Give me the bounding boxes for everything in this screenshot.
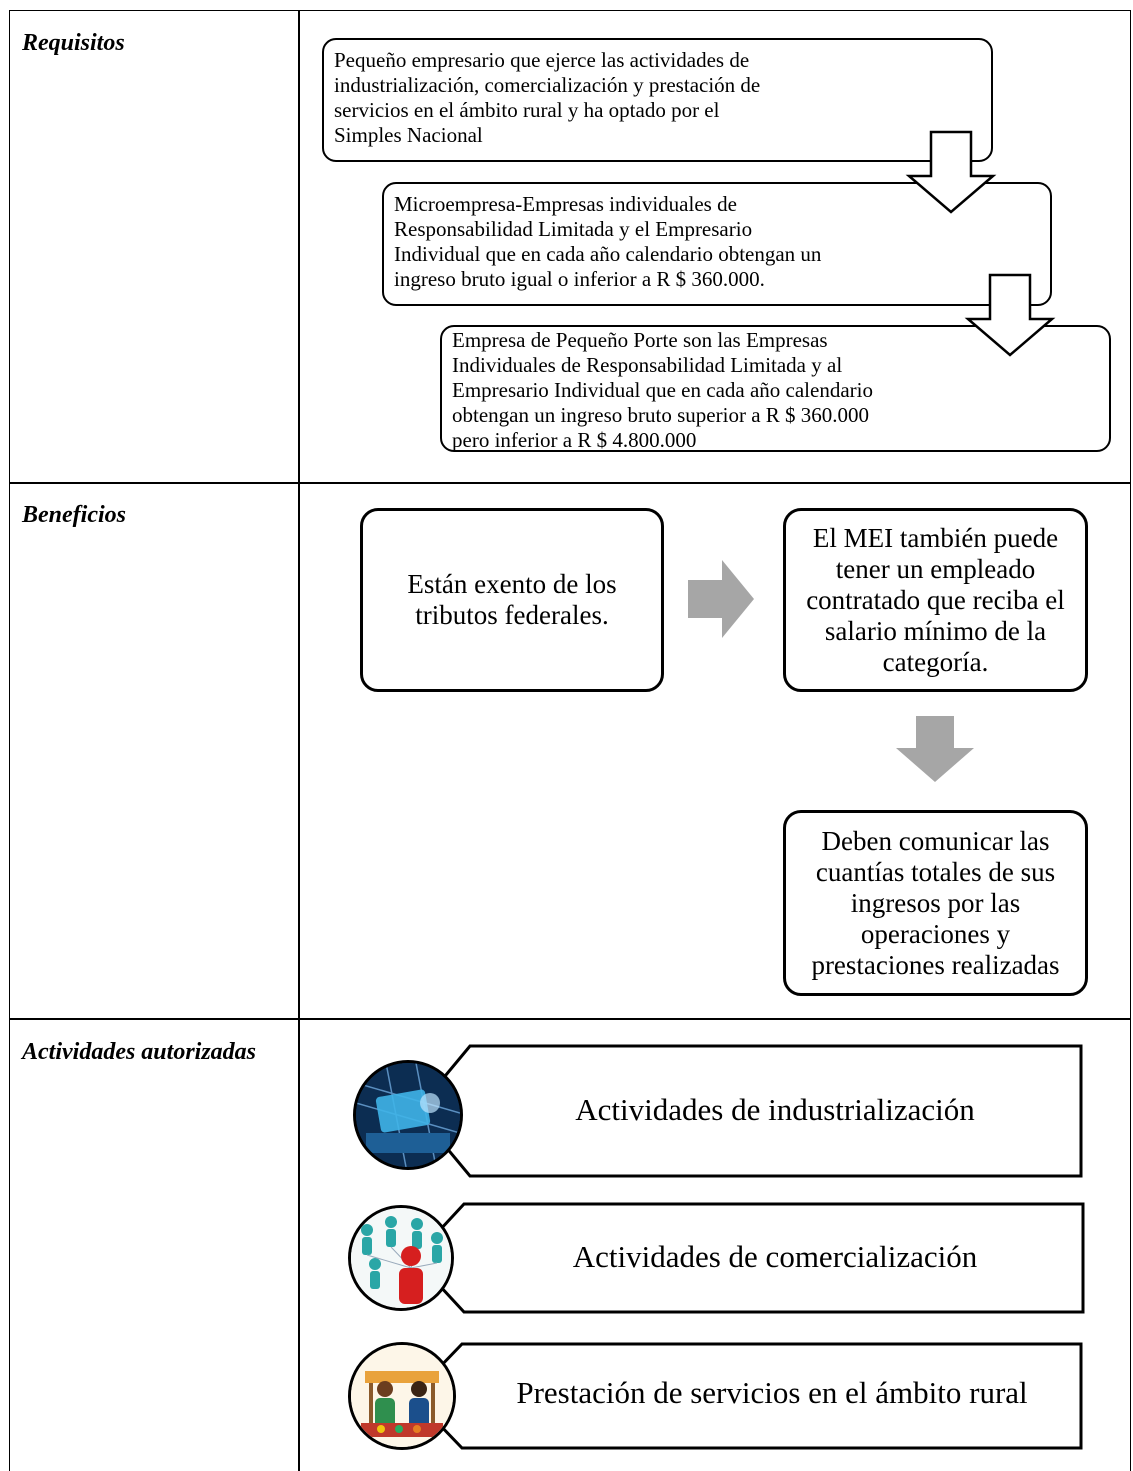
requisito-step-text: Pequeño empresario que ejerce las activi… <box>334 48 761 147</box>
requisito-step-1: Pequeño empresario que ejerce las activi… <box>322 38 993 162</box>
row-label-actividades: Actividades autorizadas <box>22 1039 257 1065</box>
industrialization-photo-icon <box>353 1060 463 1170</box>
row-divider <box>9 1018 1131 1020</box>
beneficio-text: El MEI también puede tener un empleado c… <box>806 522 1065 677</box>
beneficio-box-3: Deben comunicar las cuantías totales de … <box>783 810 1088 996</box>
actividad-label: Prestación de servicios en el ámbito rur… <box>516 1375 1028 1410</box>
row-label-beneficios: Beneficios <box>22 502 126 528</box>
beneficio-box-2: El MEI también puede tener un empleado c… <box>783 508 1088 692</box>
row-divider <box>9 482 1131 484</box>
requisito-step-text: Microempresa-Empresas individuales de Re… <box>394 192 822 291</box>
down-arrow-icon <box>896 716 974 782</box>
actividad-label: Actividades de comercialización <box>572 1239 978 1274</box>
column-divider <box>298 10 300 1471</box>
step-down-arrow-icon <box>905 130 997 214</box>
beneficio-box-1: Están exento de los tributos federales. <box>360 508 664 692</box>
beneficio-text: Deben comunicar las cuantías totales de … <box>811 825 1060 980</box>
rural-market-icon <box>348 1342 456 1450</box>
requisito-step-3: Empresa de Pequeño Porte son las Empresa… <box>440 325 1111 452</box>
beneficio-text: Están exento de los tributos federales. <box>407 569 617 630</box>
step-down-arrow-icon <box>964 273 1056 357</box>
actividad-label: Actividades de industrialización <box>575 1092 975 1127</box>
table-frame <box>9 10 1131 1471</box>
row-label-requisitos: Requisitos <box>22 30 125 56</box>
requisito-step-text: Empresa de Pequeño Porte son las Empresa… <box>452 328 873 452</box>
right-arrow-icon <box>688 560 754 638</box>
people-network-icon <box>348 1205 454 1311</box>
